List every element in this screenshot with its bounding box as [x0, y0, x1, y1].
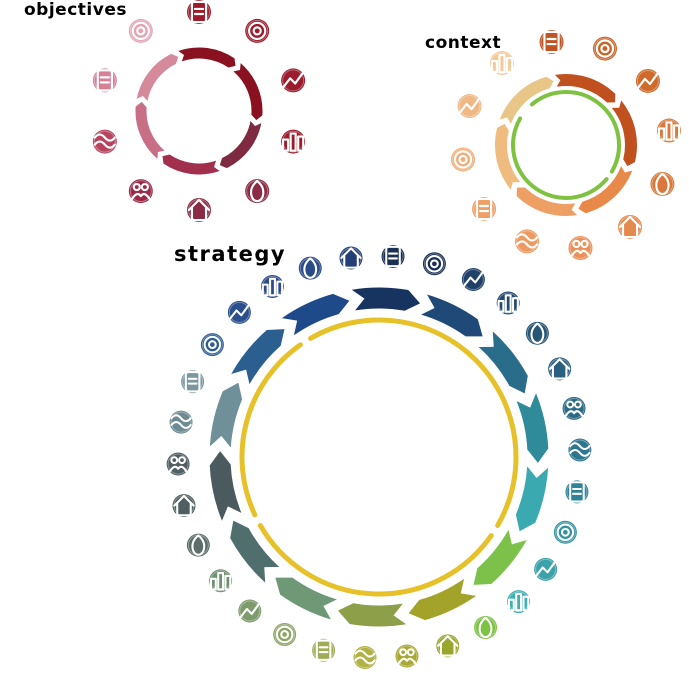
strategy-group-arc-11 [209, 451, 242, 521]
face-talk-icon [472, 197, 497, 222]
context-group-arc-3 [578, 166, 633, 214]
context-group-inner-ring [511, 90, 621, 200]
context-group-arc-5 [495, 123, 521, 190]
flood-sign-icon [534, 557, 558, 581]
map-pin-icon [489, 51, 514, 76]
hand-money-icon [281, 68, 306, 93]
folder-check-icon [592, 36, 617, 61]
buildings-chart-icon [245, 179, 270, 204]
objectives-cycle [92, 0, 306, 222]
buildings-icon [650, 171, 675, 196]
strategy-group-inner-arc-2 [257, 523, 494, 597]
context-group-arc-4 [516, 187, 578, 216]
water-system-icon [507, 590, 531, 614]
objectives-group-arc-5 [135, 101, 165, 159]
objectives-group-arc-4 [162, 154, 220, 175]
satellite-icon [548, 357, 572, 381]
wind-turbine-icon [515, 229, 540, 254]
leaf-circle-icon [395, 644, 419, 668]
context-group-arc-2 [611, 100, 637, 167]
strategy-title: strategy [174, 242, 287, 266]
no-sign-icon [92, 129, 117, 154]
hands-heart-icon [635, 68, 660, 93]
chart-pen-icon [245, 18, 270, 43]
paper-plant-icon [353, 646, 377, 670]
context-group-inner-arc-2 [511, 116, 609, 200]
strategy-group-arc-7 [408, 578, 477, 621]
document-pen-icon [281, 129, 306, 154]
strategy-group-arc-2 [421, 294, 483, 337]
strategy-cycle [166, 244, 592, 670]
target-icon [92, 68, 117, 93]
power-tower-icon [568, 438, 592, 462]
building-grid-icon [496, 291, 520, 315]
chart-pool-icon [166, 452, 190, 476]
bicycle-icon [568, 235, 593, 260]
calculator-chart-icon [562, 396, 586, 420]
strategy-group-arc-5 [515, 466, 549, 532]
thermometer-icon [461, 268, 485, 292]
hand-globe-icon [436, 634, 460, 658]
people-group-icon [187, 198, 211, 222]
sprout-hand-icon [474, 615, 498, 639]
context-group-arc-1 [554, 73, 616, 103]
dashed-circle-icon [260, 275, 284, 299]
strategy-group-arc-10 [230, 520, 280, 583]
strategy-group-arc-13 [231, 329, 285, 385]
gear-network-icon [186, 533, 210, 557]
tree-roots-icon [209, 569, 233, 593]
monitor-leaf-icon [169, 410, 193, 434]
strategy-group-arc-3 [478, 331, 528, 394]
wind-building-icon [172, 494, 196, 518]
people-meeting-icon [200, 333, 224, 357]
heart-badge-icon [128, 18, 153, 43]
recycle-arrows-icon [181, 370, 205, 394]
objectives-group-arc-3 [219, 121, 262, 169]
building-tree-icon [273, 622, 297, 646]
objectives-group-arc-2 [233, 63, 263, 121]
map-image-icon [339, 246, 363, 270]
strategy-group-arc-4 [516, 393, 549, 463]
plant-water-icon [553, 520, 577, 544]
transit-bus-icon [618, 214, 643, 239]
strategy-group-arc-1 [351, 287, 421, 311]
sliders-control-icon [227, 300, 251, 324]
objectives-group-arc-1 [178, 47, 236, 68]
context-group-inner-arc-1 [529, 90, 621, 174]
strategy-group-arc-12 [209, 382, 243, 448]
document-stack-icon [457, 94, 482, 119]
checklist-badge-icon [539, 30, 564, 55]
context-title: context [425, 33, 502, 53]
objectives-title: objectives [24, 0, 127, 20]
handshake-icon [128, 179, 153, 204]
strategy-group-inner-arc-1 [308, 317, 519, 528]
strategy-group-arc-6 [473, 529, 527, 585]
wind-lines-icon [298, 256, 322, 280]
hand-map-icon [312, 638, 336, 662]
water-drops-icon [451, 147, 476, 172]
strategy-group-arc-14 [281, 293, 350, 336]
sea-wave-icon [565, 480, 589, 504]
recycle-factory-icon [238, 599, 262, 623]
strategy-group-inner-ring [239, 317, 519, 597]
context-group-arc-6 [499, 76, 554, 124]
solar-panel-icon [422, 252, 446, 276]
strategy-group-arc-9 [275, 577, 337, 620]
context-cycle [451, 30, 681, 260]
smartphone-app-icon [381, 244, 405, 268]
gauge-icon [525, 321, 549, 345]
strategy-group-inner-arc-3 [239, 342, 303, 518]
people-network-icon [656, 118, 681, 143]
document-list-icon [187, 0, 211, 24]
strategy-group-arc-8 [337, 603, 407, 627]
objectives-group-arc-6 [136, 53, 179, 101]
